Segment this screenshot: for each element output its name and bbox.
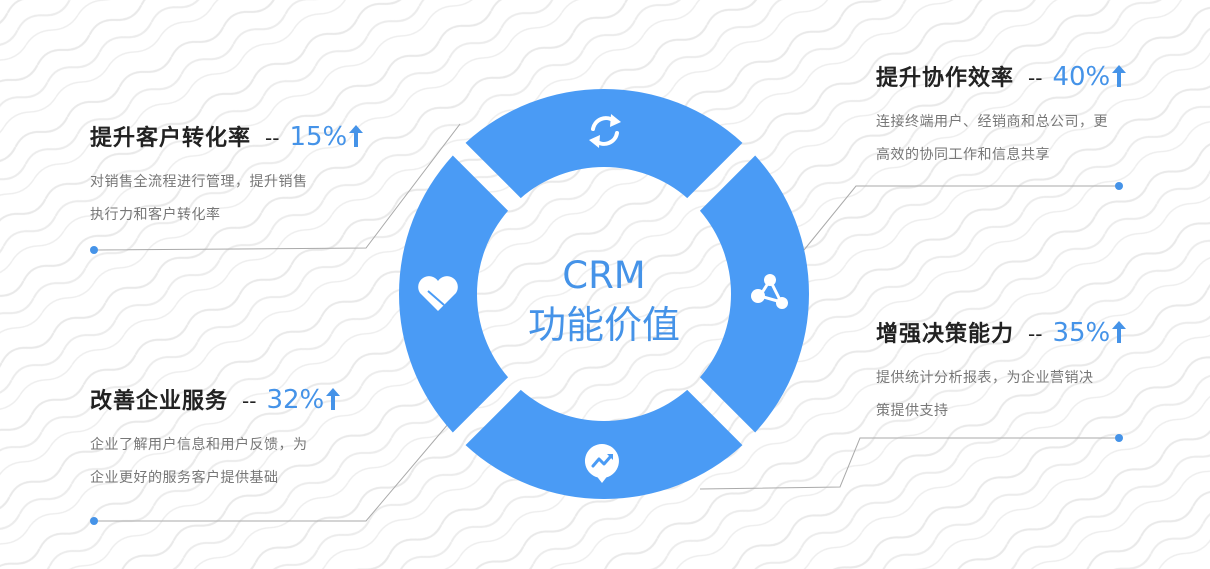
arrow-up-icon	[1112, 321, 1127, 343]
center-title: CRM	[562, 254, 645, 297]
connector-line-4	[699, 437, 1118, 490]
value-title: 提升协作效率	[876, 66, 1015, 91]
value-percent: 15%	[289, 122, 348, 152]
value-dash: --	[1028, 322, 1043, 346]
value-block-collaboration: 提升协作效率 -- 40% 连接终端用户、经销商和总公司，更 高效的协同工作和信…	[876, 60, 1176, 172]
connector-line-3	[95, 409, 461, 522]
value-title: 提升客户转化率	[90, 126, 252, 151]
value-block-conversion: 提升客户转化率 -- 15% 对销售全流程进行管理，提升销售 执行力和客户转化率	[90, 120, 390, 232]
value-desc-line: 连接终端用户、经销商和总公司，更	[876, 114, 1108, 130]
value-desc-line: 高效的协同工作和信息共享	[876, 147, 1050, 163]
center-subtitle: 功能价值	[528, 303, 680, 347]
value-block-service: 改善企业服务 -- 32% 企业了解用户信息和用户反馈，为 企业更好的服务客户提…	[90, 383, 390, 495]
heart-icon	[418, 276, 458, 311]
refresh-icon	[589, 114, 621, 148]
connector-lines	[94, 123, 1118, 522]
connector-dot-2	[1115, 182, 1123, 190]
value-title: 增强决策能力	[876, 322, 1015, 347]
value-dash: --	[1028, 66, 1043, 90]
trend-pin-icon	[584, 444, 619, 483]
arrow-up-icon	[326, 388, 341, 410]
value-percent: 32%	[266, 385, 325, 415]
connector-dot-1	[90, 246, 98, 254]
value-dash: --	[242, 389, 257, 413]
value-dash: --	[265, 126, 280, 150]
value-percent: 40%	[1052, 62, 1111, 92]
value-desc-line: 对销售全流程进行管理，提升销售	[90, 174, 308, 190]
value-desc-line: 策提供支持	[876, 403, 949, 419]
value-desc-line: 企业更好的服务客户提供基础	[90, 470, 279, 486]
connector-dot-4	[1115, 434, 1123, 442]
value-block-decision: 增强决策能力 -- 35% 提供统计分析报表，为企业营销决 策提供支持	[876, 316, 1176, 428]
value-desc-line: 执行力和客户转化率	[90, 207, 221, 223]
connector-line-2	[803, 185, 1118, 251]
connector-dot-3	[90, 517, 98, 525]
arrow-up-icon	[1112, 65, 1127, 87]
share-icon	[751, 274, 788, 309]
value-desc-line: 企业了解用户信息和用户反馈，为	[90, 437, 308, 453]
value-title: 改善企业服务	[90, 389, 229, 414]
connector-line-1	[94, 123, 461, 251]
value-desc-line: 提供统计分析报表，为企业营销决	[876, 370, 1094, 386]
arrow-up-icon	[349, 125, 364, 147]
value-percent: 35%	[1052, 318, 1111, 348]
